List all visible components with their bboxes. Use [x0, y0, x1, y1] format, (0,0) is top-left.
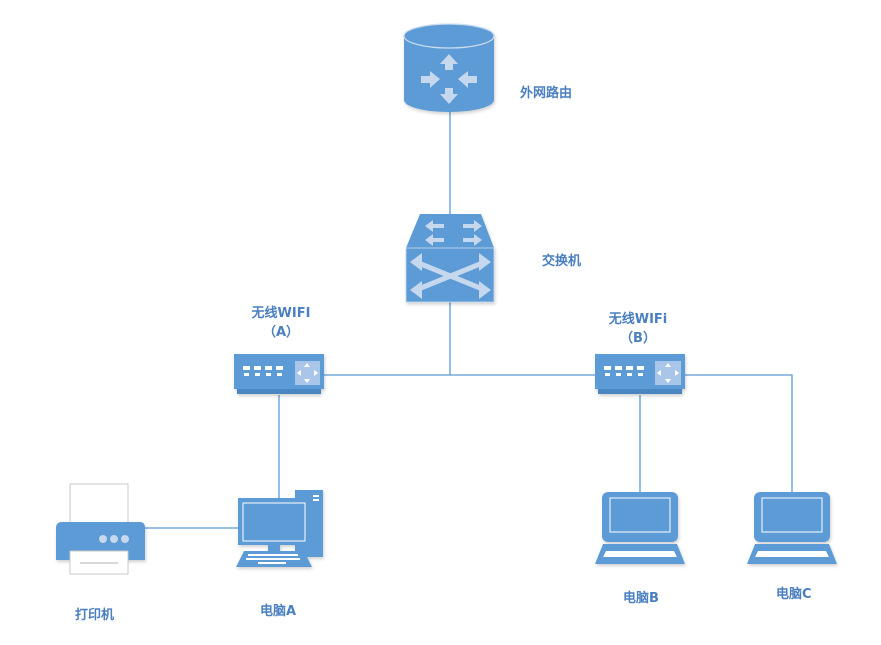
wifi-b-sublabel: （B） — [620, 331, 656, 346]
router-label: 外网路由 — [520, 86, 573, 101]
pc-b-icon[interactable] — [595, 492, 685, 564]
wifi-b-name: 无线WIFi — [608, 312, 668, 327]
printer-label: 打印机 — [75, 608, 115, 623]
printer-icon[interactable] — [56, 483, 145, 575]
switch-icon[interactable] — [405, 214, 495, 303]
wifi-a-sublabel: （A） — [262, 325, 300, 340]
wifi-a-label: 无线WIFI （A） — [246, 302, 316, 340]
connection-wifi-b-pc-c — [685, 374, 793, 492]
wifi-b-label: 无线WIFi （B） — [603, 308, 673, 346]
pc-c-icon[interactable] — [747, 492, 837, 564]
switch-label: 交换机 — [542, 254, 582, 269]
pc-c-label: 电脑C — [776, 587, 812, 602]
router-icon[interactable] — [403, 23, 495, 112]
wifi-a-name: 无线WIFI — [251, 306, 311, 321]
pc-a-icon[interactable] — [236, 490, 323, 567]
connections — [145, 112, 793, 529]
wifi-a-icon[interactable] — [234, 354, 324, 394]
wifi-b-icon[interactable] — [595, 354, 685, 394]
pc-a-label: 电脑A — [260, 604, 297, 619]
pc-b-label: 电脑B — [623, 591, 659, 606]
